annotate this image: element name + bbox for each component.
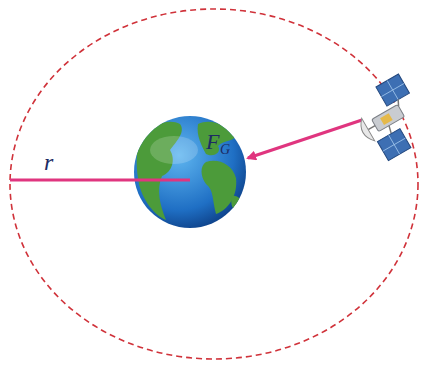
satellite: [346, 74, 422, 165]
orbit-path: [10, 9, 418, 359]
radius-line: [10, 179, 190, 182]
force-label: F: [206, 131, 219, 153]
force-arrow: [248, 120, 362, 158]
earth: [134, 116, 246, 228]
force-subscript: G: [220, 143, 230, 157]
radius-label: r: [44, 150, 53, 174]
